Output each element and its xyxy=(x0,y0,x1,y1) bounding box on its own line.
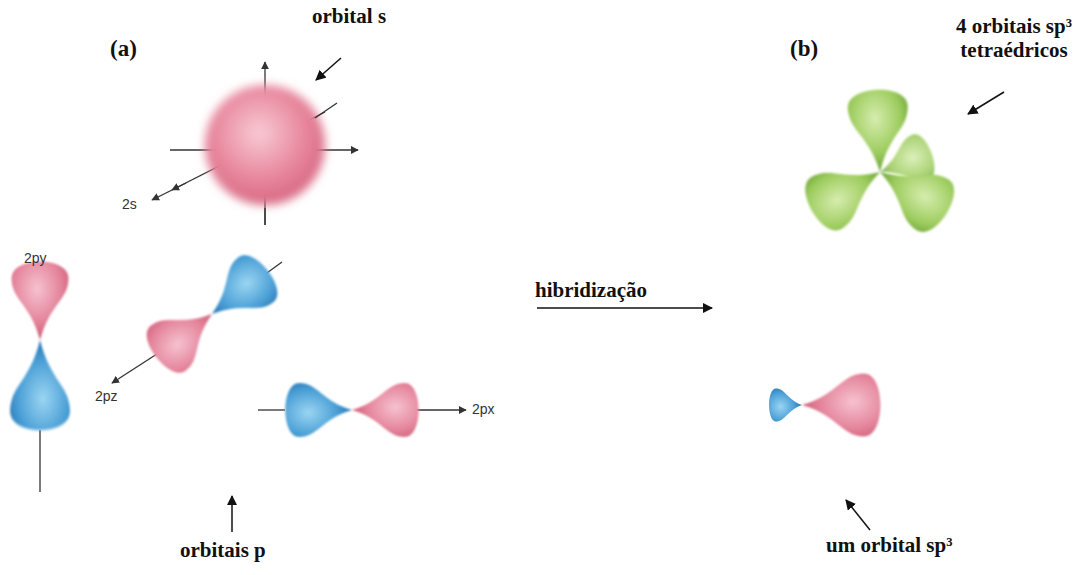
label: 2s xyxy=(122,196,137,212)
sp3-tetrahedral-set xyxy=(797,89,962,239)
pz-orbital xyxy=(112,248,285,383)
axes xyxy=(170,62,358,225)
px-orbital xyxy=(258,383,466,437)
label: orbitais p xyxy=(180,538,266,562)
label: 2px xyxy=(472,401,495,417)
label: um orbital sp³ xyxy=(826,533,952,557)
sp3-orbital xyxy=(769,374,880,437)
label: 4 orbitais sp³ tetraédricos xyxy=(949,14,1079,62)
label: 2pz xyxy=(95,388,118,404)
label: hibridização xyxy=(535,278,647,302)
label: (a) xyxy=(110,36,137,62)
label: (b) xyxy=(790,36,818,62)
label: 2py xyxy=(24,250,47,266)
pointer-arrows xyxy=(232,58,1004,532)
py-orbital xyxy=(10,262,70,493)
label: orbital s xyxy=(312,4,386,28)
s-orbital xyxy=(205,85,325,205)
